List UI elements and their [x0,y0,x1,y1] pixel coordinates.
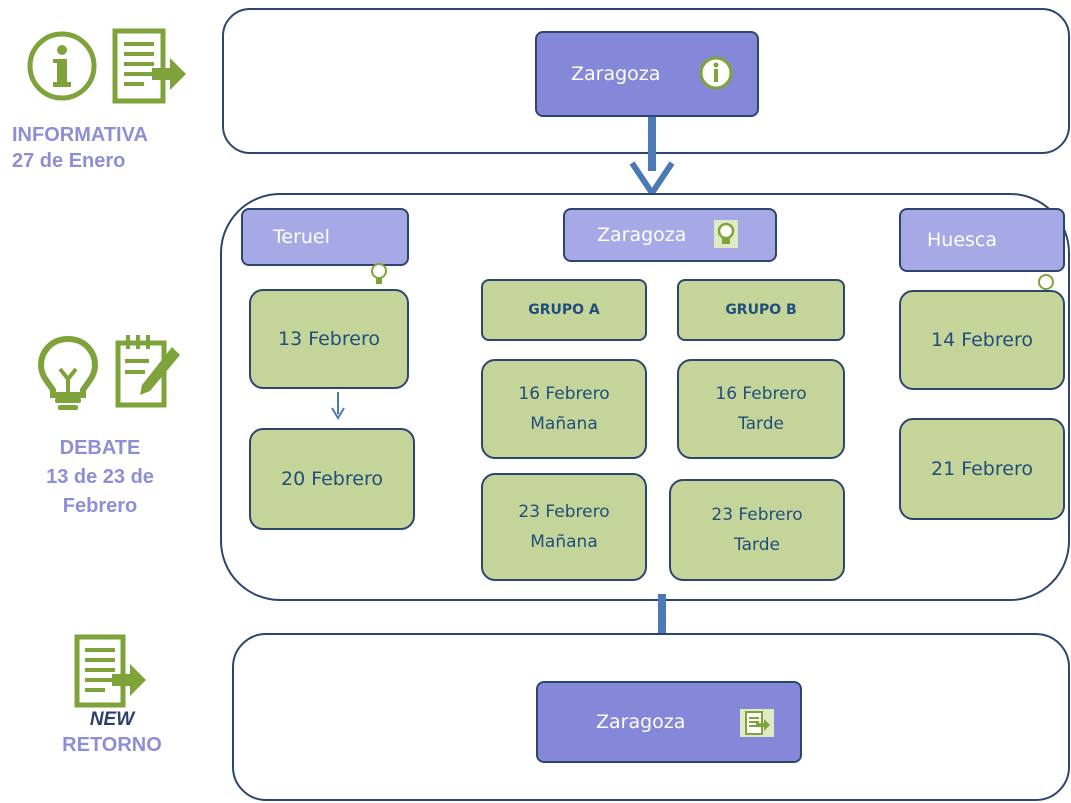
huesca-date-2-label: 21 Febrero [931,458,1033,480]
legend-informativa-title: INFORMATIVA [12,124,148,146]
document-arrow-icon [740,709,774,737]
grupo-a-header: GRUPO A [481,279,647,341]
legend-debate-title: DEBATE [59,437,141,459]
legend-retorno: NEW RETORNO [52,708,172,758]
grupo-b-session-2-time: Tarde [734,535,780,555]
small-lightbulb-icon [371,263,387,284]
legend-informativa: INFORMATIVA 27 de Enero [12,122,148,174]
teruel-city-box: Teruel [241,208,409,266]
grupo-b-label: GRUPO B [725,302,797,318]
informativa-city-label: Zaragoza [571,63,661,85]
grupo-a-session-2: 23 Febrero Mañana [481,473,647,581]
grupo-b-session-1-time: Tarde [738,414,784,434]
lightbulb-icon [714,220,738,248]
info-icon [699,56,733,90]
grupo-b-header: GRUPO B [677,279,845,341]
legend-informativa-date: 27 de Enero [12,150,126,172]
grupo-a-session-1-date: 16 Febrero [518,384,610,404]
teruel-date-2: 20 Febrero [249,428,415,530]
teruel-city-label: Teruel [273,226,330,248]
document-arrow-icon [112,28,186,104]
debate-zaragoza-label: Zaragoza [597,224,687,246]
teruel-date-2-label: 20 Febrero [281,468,383,490]
legend-retorno-new: NEW [89,709,135,730]
info-icon [27,31,97,101]
grupo-b-session-1: 16 Febrero Tarde [677,359,845,459]
small-arrow-down [331,392,345,420]
grupo-b-session-2-date: 23 Febrero [711,505,803,525]
huesca-date-2: 21 Febrero [899,418,1065,520]
debate-zaragoza-box: Zaragoza [563,208,777,262]
huesca-city-label: Huesca [927,229,998,251]
lightbulb-icon [37,335,99,410]
grupo-a-session-1-time: Mañana [530,414,598,434]
legend-debate-dates: 13 de 23 de [46,466,154,488]
retorno-city-label: Zaragoza [596,711,686,733]
grupo-a-session-2-time: Mañana [530,532,598,552]
legend-debate: DEBATE 13 de 23 de Febrero [0,434,200,521]
grupo-a-label: GRUPO A [528,302,600,318]
legend-debate-month: Febrero [62,495,138,517]
grupo-a-session-1: 16 Febrero Mañana [481,359,647,459]
document-arrow-icon [74,634,146,708]
grupo-b-session-1-date: 16 Febrero [715,384,807,404]
teruel-date-1: 13 Febrero [249,289,409,389]
grupo-a-session-2-date: 23 Febrero [518,502,610,522]
huesca-date-1: 14 Febrero [899,290,1065,390]
huesca-city-box: Huesca [899,208,1065,272]
teruel-date-1-label: 13 Febrero [278,328,380,350]
huesca-date-1-label: 14 Febrero [931,329,1033,351]
arrow-down-1 [629,117,675,199]
small-lightbulb-icon [1038,274,1054,290]
notepad-pencil-icon [115,335,180,408]
legend-retorno-title: RETORNO [62,734,162,756]
grupo-b-session-2: 23 Febrero Tarde [669,479,845,581]
